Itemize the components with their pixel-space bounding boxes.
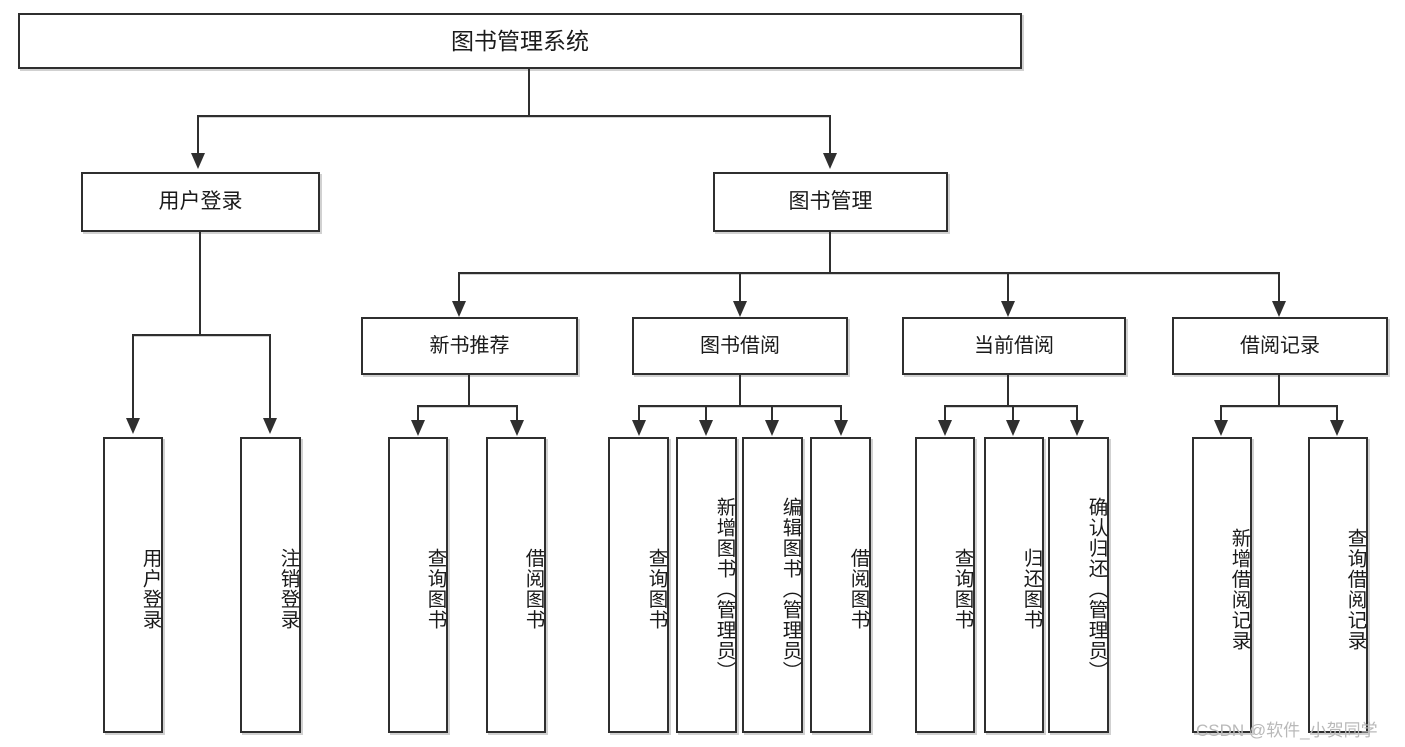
node-label: 查询图书	[951, 548, 973, 630]
connector-root-bar	[197, 115, 831, 117]
connector-book-borrow-leaf4	[840, 405, 842, 423]
csdn-watermark: CSDN @软件_小贺同学	[1196, 721, 1378, 740]
leaf-borrow-book[interactable]: 借阅图书	[810, 437, 871, 733]
leaf-query-book-borrow[interactable]: 查询图书	[608, 437, 669, 733]
node-label: 用户登录	[158, 190, 243, 214]
connector-to-borrow-records	[1278, 272, 1280, 304]
arrow-to-leaf-add-record	[1214, 420, 1228, 436]
connector-root-to-book-manage	[829, 115, 831, 155]
leaf-query-book-current[interactable]: 查询图书	[915, 437, 975, 733]
arrow-to-new-book	[452, 301, 466, 317]
node-label: 借阅记录	[1240, 334, 1320, 357]
node-label: 图书借阅	[700, 334, 780, 357]
arrow-to-book-borrow	[733, 301, 747, 317]
arrow-to-leaf-query-record	[1330, 420, 1344, 436]
arrow-to-leaf-query-book-1	[411, 420, 425, 436]
connector-book-borrow-leaf3	[771, 405, 773, 423]
connector-current-borrow-leaf2	[1012, 405, 1014, 423]
node-label: 新书推荐	[429, 334, 510, 357]
connector-book-borrow-leaf1	[638, 405, 640, 423]
node-label: 新增借阅记录	[1228, 527, 1250, 651]
arrow-to-book-manage	[823, 153, 837, 169]
connector-book-manage-stem	[829, 232, 831, 274]
arrow-to-current-borrow	[1001, 301, 1015, 317]
leaf-add-borrow-record[interactable]: 新增借阅记录	[1192, 437, 1252, 733]
leaf-add-book-admin[interactable]: 新增图书（管理员）	[676, 437, 737, 733]
connector-new-book-stem	[468, 375, 470, 407]
connector-to-book-borrow	[739, 272, 741, 304]
node-label: 当前借阅	[974, 334, 1054, 357]
node-label: 确认归还（管理员）	[1085, 496, 1107, 682]
node-label: 用户登录	[139, 548, 161, 630]
connector-to-current-borrow	[1007, 272, 1009, 304]
node-current-borrow[interactable]: 当前借阅	[902, 317, 1126, 375]
node-label: 归还图书	[1020, 548, 1042, 630]
connector-user-login-bar	[132, 334, 270, 336]
node-book-management[interactable]: 图书管理	[713, 172, 948, 232]
arrow-to-leaf-query-book-3	[938, 420, 952, 436]
connector-root-to-user-login	[197, 115, 199, 155]
connector-new-book-bar	[417, 405, 518, 407]
node-book-borrow[interactable]: 图书借阅	[632, 317, 848, 375]
connector-book-borrow-stem	[739, 375, 741, 407]
connector-book-borrow-leaf2	[705, 405, 707, 423]
connector-new-book-leaf1	[417, 405, 419, 423]
arrow-to-leaf-edit-book	[765, 420, 779, 436]
node-new-book-recommend[interactable]: 新书推荐	[361, 317, 578, 375]
connector-book-manage-bar	[458, 272, 1280, 274]
connector-book-borrow-bar	[638, 405, 842, 407]
connector-borrow-records-stem	[1278, 375, 1280, 407]
connector-user-login-leaf2	[269, 334, 271, 420]
leaf-borrow-book-recommend[interactable]: 借阅图书	[486, 437, 546, 733]
connector-user-login-leaf1	[132, 334, 134, 420]
arrow-to-leaf-add-book	[699, 420, 713, 436]
arrow-to-user-login	[191, 153, 205, 169]
connector-user-login-stem	[199, 232, 201, 336]
node-label: 新增图书（管理员）	[713, 496, 735, 682]
node-label: 查询图书	[645, 548, 667, 630]
leaf-query-book-recommend[interactable]: 查询图书	[388, 437, 448, 733]
leaf-logout[interactable]: 注销登录	[240, 437, 301, 733]
connector-current-borrow-stem	[1007, 375, 1009, 407]
arrow-to-leaf-logout	[263, 418, 277, 434]
connector-borrow-records-leaf2	[1336, 405, 1338, 423]
arrow-to-leaf-borrow-book-2	[834, 420, 848, 436]
leaf-confirm-return-admin[interactable]: 确认归还（管理员）	[1048, 437, 1109, 733]
node-label: 借阅图书	[522, 548, 544, 630]
node-label: 查询借阅记录	[1344, 527, 1366, 651]
connector-current-borrow-leaf3	[1076, 405, 1078, 423]
connector-borrow-records-bar	[1220, 405, 1338, 407]
node-label: 图书管理	[788, 190, 873, 214]
node-borrow-records[interactable]: 借阅记录	[1172, 317, 1388, 375]
node-root-system[interactable]: 图书管理系统	[18, 13, 1022, 69]
node-user-login[interactable]: 用户登录	[81, 172, 320, 232]
node-label: 借阅图书	[847, 548, 869, 630]
node-label: 图书管理系统	[451, 27, 589, 54]
connector-current-borrow-bar	[944, 405, 1078, 407]
connector-root-stem	[528, 69, 530, 116]
arrow-to-leaf-query-book-2	[632, 420, 646, 436]
arrow-to-leaf-return-book	[1006, 420, 1020, 436]
node-label: 编辑图书（管理员）	[779, 496, 801, 682]
leaf-edit-book-admin[interactable]: 编辑图书（管理员）	[742, 437, 803, 733]
node-label: 注销登录	[277, 548, 299, 630]
connector-borrow-records-leaf1	[1220, 405, 1222, 423]
connector-new-book-leaf2	[516, 405, 518, 423]
arrow-to-leaf-user-login	[126, 418, 140, 434]
arrow-to-leaf-borrow-book-1	[510, 420, 524, 436]
connector-current-borrow-leaf1	[944, 405, 946, 423]
arrow-to-leaf-confirm-return	[1070, 420, 1084, 436]
arrow-to-borrow-records	[1272, 301, 1286, 317]
leaf-return-book[interactable]: 归还图书	[984, 437, 1044, 733]
leaf-query-borrow-record[interactable]: 查询借阅记录	[1308, 437, 1368, 733]
leaf-user-login[interactable]: 用户登录	[103, 437, 163, 733]
connector-to-new-book	[458, 272, 460, 304]
node-label: 查询图书	[424, 548, 446, 630]
